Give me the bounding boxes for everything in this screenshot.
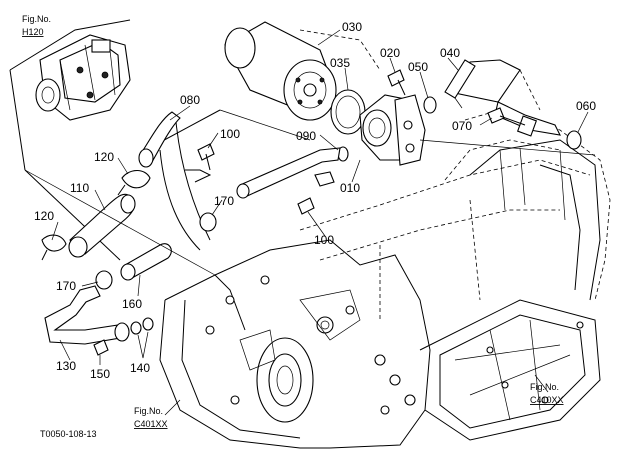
callout-110: 110 xyxy=(70,181,89,195)
frame-line-top xyxy=(219,109,311,141)
bolt-100-lower xyxy=(297,197,315,215)
callout-120-lower: 120 xyxy=(34,209,54,223)
callout-090: 090 xyxy=(296,129,316,143)
hose-160 xyxy=(120,243,172,281)
callout-170-lower: 170 xyxy=(56,279,76,293)
washer-140a xyxy=(130,321,142,335)
callout-080: 080 xyxy=(180,93,200,107)
callout-120-upper: 120 xyxy=(94,150,114,164)
callout-010: 010 xyxy=(340,181,360,195)
figref-h120-label: Fig.No. xyxy=(22,14,51,24)
washer-140b xyxy=(142,317,154,331)
bolt-100-upper xyxy=(197,143,215,171)
callout-050: 050 xyxy=(408,60,428,74)
clamp-170-upper xyxy=(199,212,217,232)
bolt-070 xyxy=(487,107,526,126)
callout-100-upper: 100 xyxy=(220,127,240,141)
clamp-170-lower xyxy=(95,270,113,290)
pipe-080 xyxy=(138,111,212,251)
clamp-120-lower xyxy=(41,234,67,261)
leader-lines xyxy=(51,29,589,416)
callout-130: 130 xyxy=(56,359,76,373)
frame-line-right xyxy=(419,139,596,156)
callout-040: 040 xyxy=(440,46,460,60)
frame-line-left xyxy=(24,169,216,276)
hydraulic-pump-assembly xyxy=(9,19,221,261)
callout-035: 035 xyxy=(330,56,350,70)
o-ring-050 xyxy=(423,96,437,114)
filter-head xyxy=(359,94,426,166)
frame-line-filter xyxy=(299,29,381,71)
figref-c401-code: C401XX xyxy=(134,419,168,429)
pipe-130 xyxy=(44,285,130,345)
figref-c410-code: C410XX xyxy=(530,395,564,405)
callout-100-lower: 100 xyxy=(314,233,334,247)
callout-070: 070 xyxy=(452,119,472,133)
callout-060: 060 xyxy=(576,99,596,113)
callout-170-upper: 170 xyxy=(214,194,234,208)
oil-filter xyxy=(224,21,337,121)
figref-c401-label: Fig.No. xyxy=(134,406,163,416)
figref-c410-label: Fig.No. xyxy=(530,382,559,392)
callout-020: 020 xyxy=(380,46,400,60)
hose-110 xyxy=(68,193,136,258)
callout-160: 160 xyxy=(122,297,142,311)
figref-h120-code: H120 xyxy=(22,27,44,37)
transmission-housing xyxy=(159,109,611,449)
bolt-150 xyxy=(93,339,109,356)
filter-gasket-inner xyxy=(335,95,361,129)
bolt-020 xyxy=(387,69,406,96)
o-ring-060 xyxy=(566,130,582,150)
callout-150: 150 xyxy=(90,367,110,381)
pipe-040 xyxy=(444,59,561,137)
drawing-code: T0050-108-13 xyxy=(40,429,97,439)
callout-140: 140 xyxy=(130,361,150,375)
return-pipe xyxy=(236,147,341,199)
clamp-120-upper xyxy=(117,169,151,196)
callout-030: 030 xyxy=(342,20,362,34)
